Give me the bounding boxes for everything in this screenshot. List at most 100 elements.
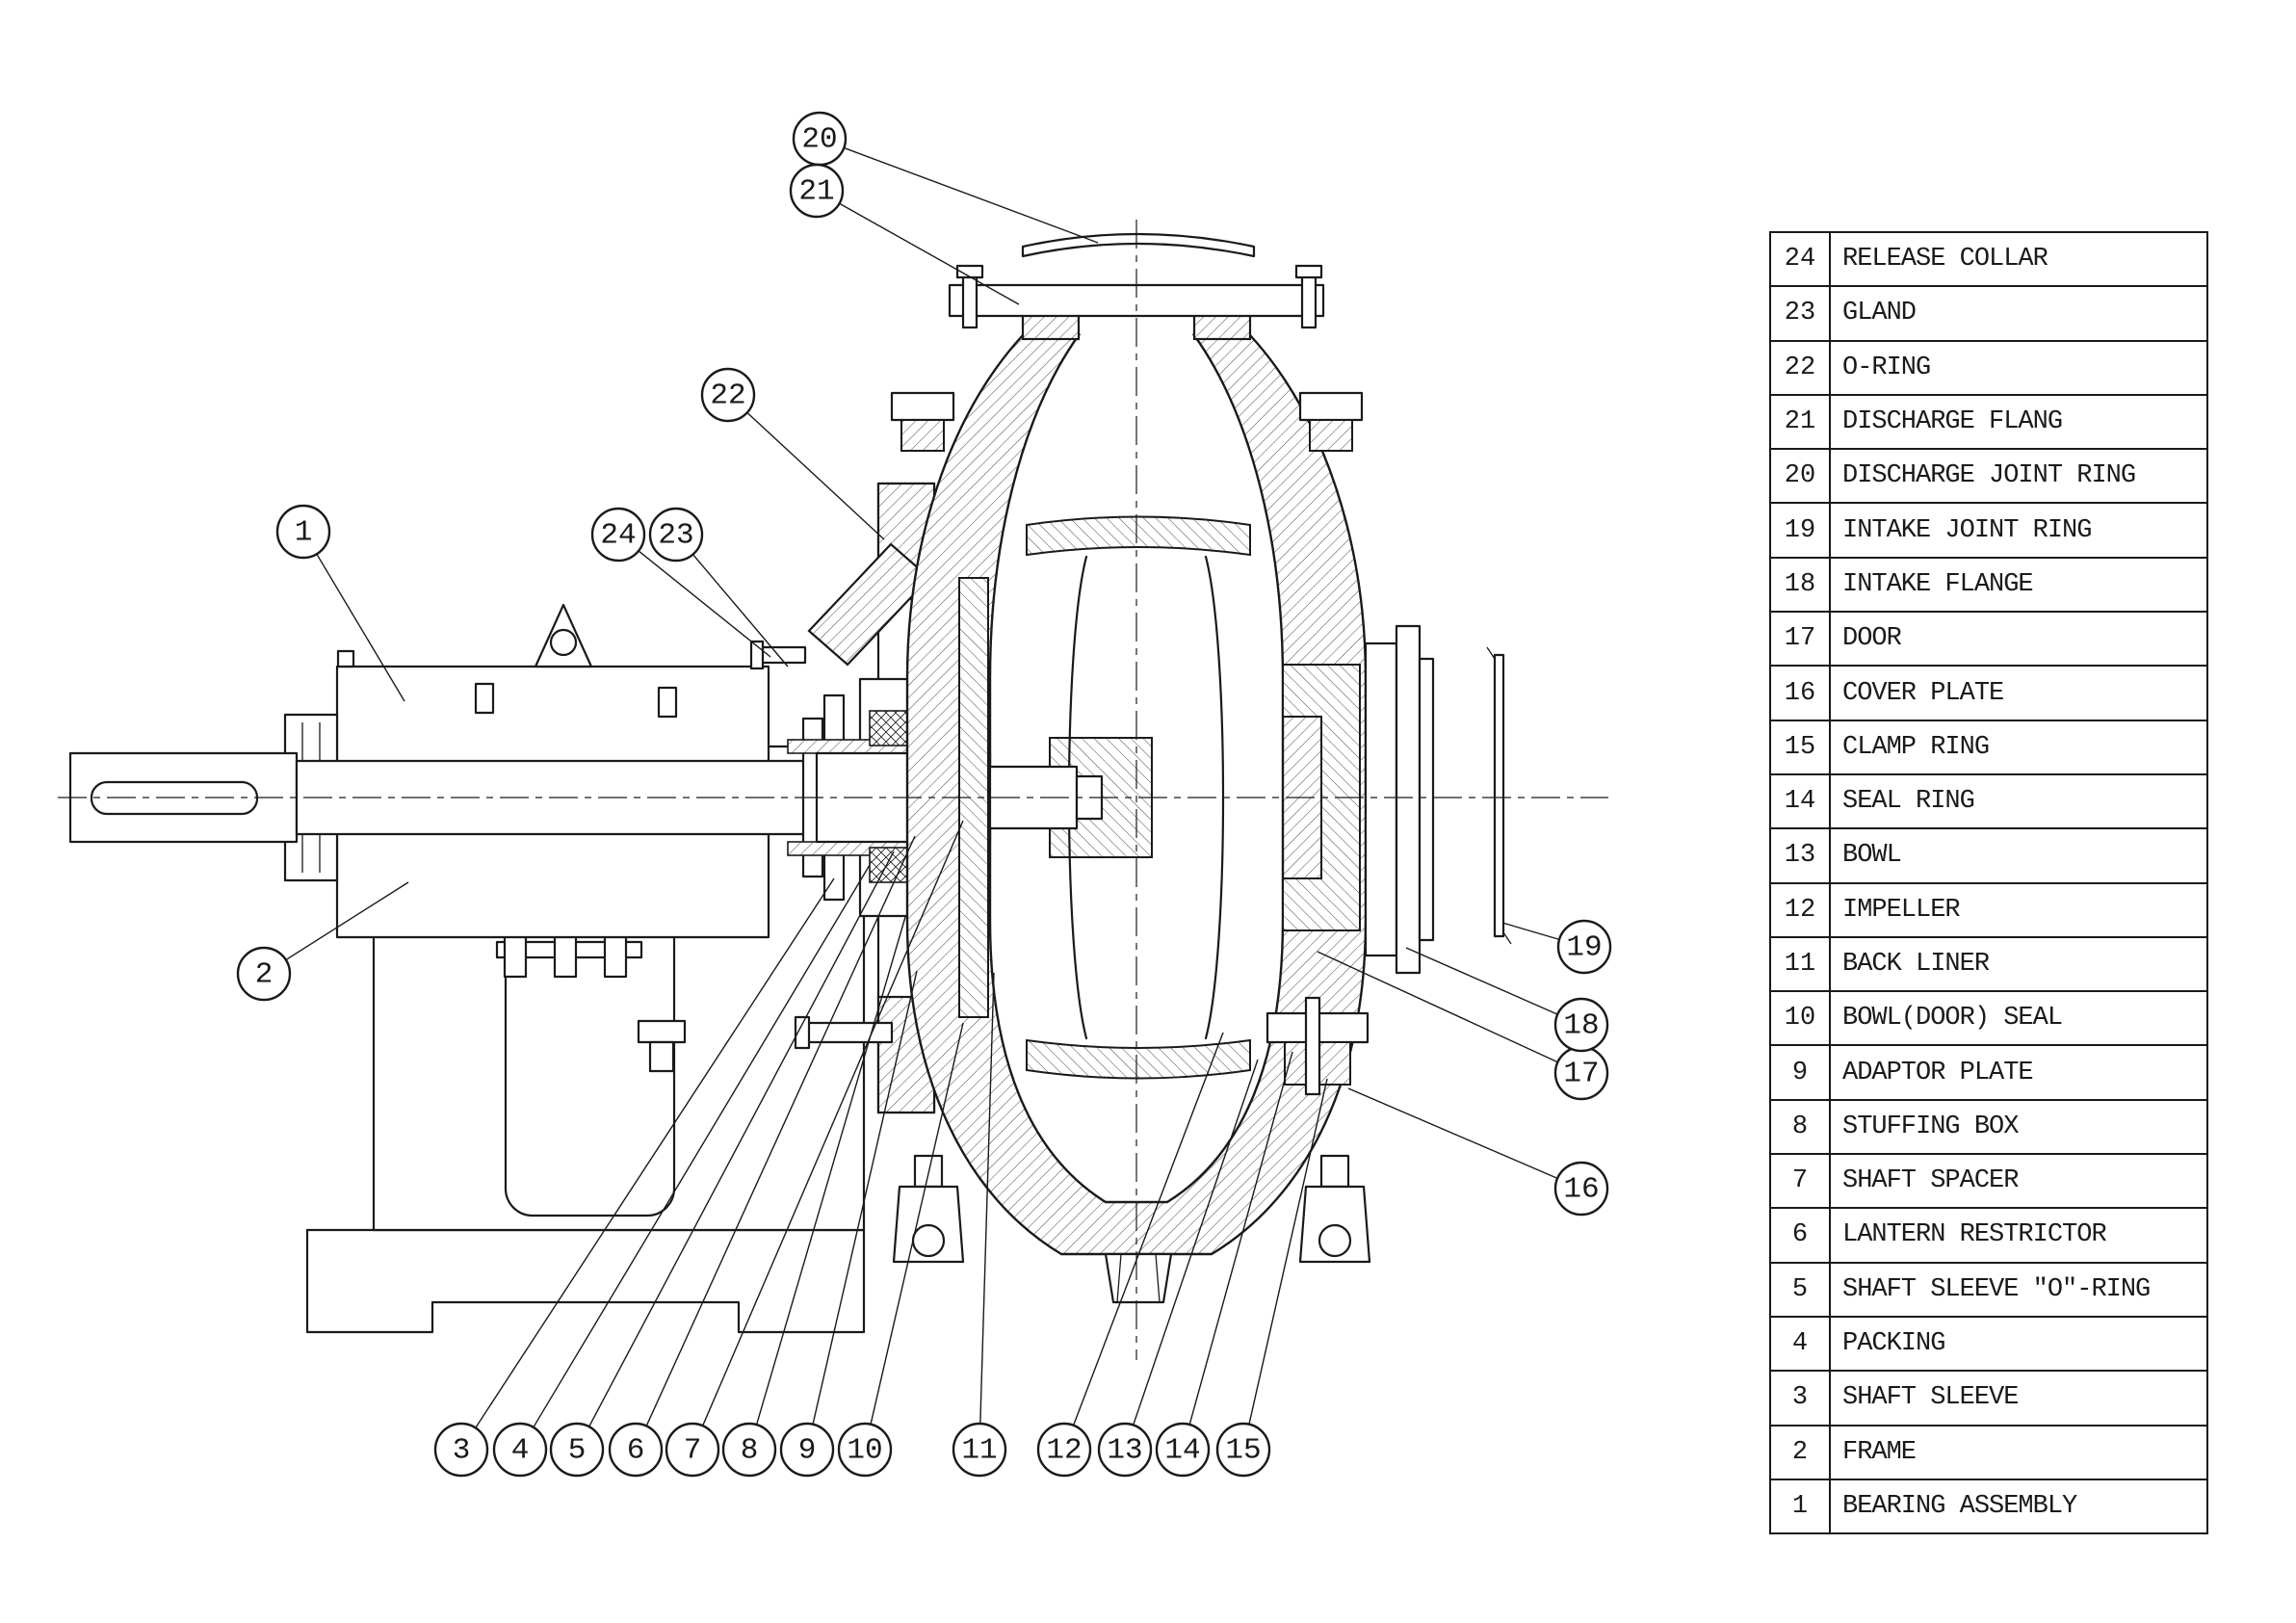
part-number: 8 (1769, 1098, 1831, 1156)
callout-number-21: 21 (798, 175, 834, 209)
discharge-joint-ring (1021, 232, 1256, 258)
part-number: 14 (1769, 772, 1831, 830)
callout-balloon-6 (608, 1422, 664, 1478)
part-number: 13 (1769, 827, 1831, 884)
part-number: 24 (1769, 230, 1831, 288)
part-name: PACKING (1829, 1315, 2208, 1373)
callout-balloon-2 (236, 946, 292, 1002)
part-number: 22 (1769, 339, 1831, 396)
leader-line-20 (844, 146, 1099, 244)
leader-line-12 (1072, 1032, 1224, 1427)
callout-balloon-4 (492, 1422, 548, 1478)
callout-balloon-15 (1215, 1422, 1271, 1478)
part-name: DOOR (1829, 611, 2208, 668)
leader-line-24 (638, 550, 771, 658)
part-number: 18 (1769, 556, 1831, 614)
part-name: SHAFT SLEEVE ″O″-RING (1829, 1261, 2208, 1318)
leader-line-6 (645, 835, 916, 1427)
leader-line-11 (979, 972, 995, 1425)
part-number: 15 (1769, 719, 1831, 775)
part-name: BEARING ASSEMBLY (1829, 1478, 2208, 1535)
leader-line-22 (746, 411, 885, 540)
intake-assembly (1364, 624, 1512, 975)
intake-joint-ring (1493, 653, 1505, 938)
callout-balloon-8 (721, 1422, 777, 1478)
part-name: ADAPTOR PLATE (1829, 1044, 2208, 1101)
callout-number-4: 4 (511, 1434, 530, 1468)
part-number: 1 (1769, 1478, 1831, 1535)
callout-balloon-3 (433, 1422, 489, 1478)
callout-balloon-22 (700, 367, 756, 423)
part-name: DISCHARGE FLANG (1829, 393, 2208, 451)
callout-balloon-10 (837, 1422, 893, 1478)
callout-number-6: 6 (627, 1434, 645, 1468)
leader-line-23 (691, 554, 789, 668)
part-number: 2 (1769, 1424, 1831, 1480)
intake-flange (1418, 657, 1435, 942)
callout-balloon-23 (648, 507, 704, 563)
leader-line-13 (1133, 1059, 1259, 1426)
callout-number-12: 12 (1046, 1434, 1082, 1468)
clamp-ring-assembly (890, 391, 1370, 1096)
callout-number-7: 7 (684, 1434, 702, 1468)
leader-line-15 (1248, 1078, 1328, 1425)
leader-line-14 (1188, 1051, 1293, 1426)
part-name: STUFFING BOX (1829, 1098, 2208, 1156)
callout-number-1: 1 (295, 516, 313, 550)
part-name: CLAMP RING (1829, 719, 2208, 775)
callout-balloon-13 (1097, 1422, 1153, 1478)
leader-line-9 (812, 970, 918, 1425)
pump-casing (905, 312, 1368, 1304)
leader-line-17 (1317, 951, 1558, 1063)
part-number: 11 (1769, 935, 1831, 993)
callout-balloon-14 (1155, 1422, 1211, 1478)
part-number: 9 (1769, 1044, 1831, 1101)
callout-balloon-16 (1553, 1161, 1609, 1217)
callout-balloon-7 (665, 1422, 720, 1478)
cover-plate (1395, 624, 1422, 975)
part-name: COVER PLATE (1829, 665, 2208, 721)
callout-number-9: 9 (798, 1434, 817, 1468)
part-number: 3 (1769, 1370, 1831, 1427)
part-name: BOWL (1829, 827, 2208, 884)
callout-number-10: 10 (847, 1434, 882, 1468)
callout-number-19: 19 (1566, 931, 1602, 965)
part-number: 21 (1769, 393, 1831, 451)
part-name: BACK LINER (1829, 935, 2208, 993)
part-number: 4 (1769, 1315, 1831, 1373)
part-number: 16 (1769, 665, 1831, 721)
part-name: SHAFT SLEEVE (1829, 1370, 2208, 1427)
casing-lugs (892, 1154, 1371, 1264)
callout-number-17: 17 (1563, 1058, 1599, 1091)
callout-number-14: 14 (1164, 1434, 1200, 1468)
leader-line-21 (839, 202, 1020, 305)
callout-balloon-21 (789, 163, 845, 219)
leader-line-19 (1501, 922, 1560, 941)
leader-line-3 (475, 877, 835, 1428)
door (1364, 641, 1398, 957)
part-number: 6 (1769, 1207, 1831, 1264)
callout-number-2: 2 (255, 958, 274, 992)
part-name: BOWL(DOOR) SEAL (1829, 990, 2208, 1047)
callout-number-16: 16 (1563, 1173, 1599, 1207)
part-number: 10 (1769, 990, 1831, 1047)
